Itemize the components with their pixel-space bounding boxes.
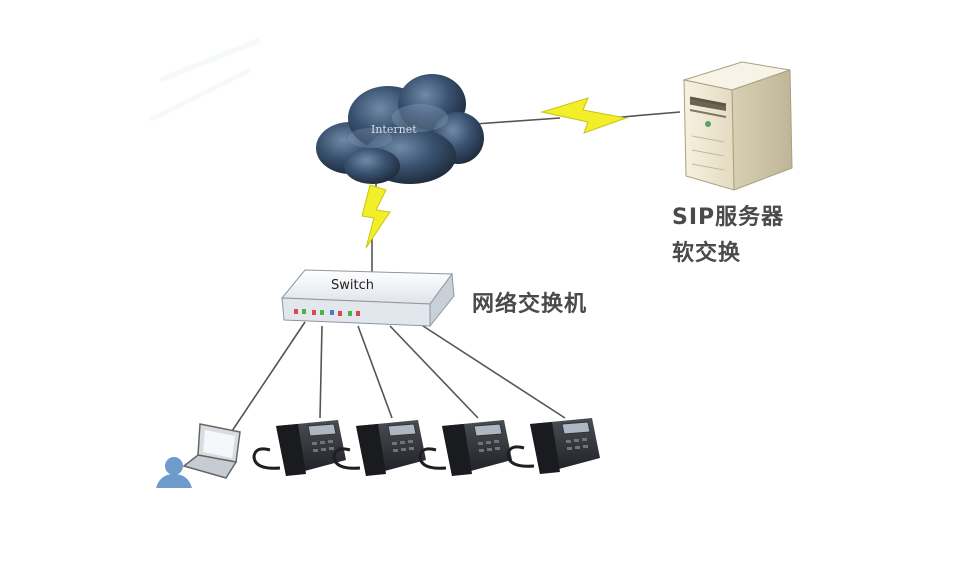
switch-port-leds	[294, 309, 360, 316]
server-caption-line2: 软交换	[672, 241, 742, 266]
switch-phone3-line	[389, 325, 479, 419]
background-streaks	[148, 37, 262, 123]
cloud-server-line	[474, 117, 561, 125]
network-switch	[280, 269, 455, 328]
switch-phone2-line	[357, 325, 393, 419]
ip-phone-2	[332, 420, 426, 476]
lightning-bolts	[361, 97, 628, 249]
switch-side	[429, 272, 455, 328]
switch-laptop-line	[225, 321, 306, 441]
server-drive-bay	[690, 99, 726, 112]
server-caption-line1: SIP服务器	[672, 205, 785, 230]
switch-label: Switch	[331, 278, 374, 293]
laptop-base	[182, 454, 238, 479]
laptop-icon	[182, 423, 241, 479]
ip-phone-4	[506, 418, 600, 474]
switch-phone1-line	[319, 325, 323, 419]
server-side	[731, 69, 793, 191]
user-icon	[156, 457, 192, 488]
lightning-bolt-horizontal	[540, 97, 628, 134]
cloud-label: Internet	[371, 123, 417, 136]
server-power-led	[705, 121, 711, 127]
switch-phone4-line	[419, 323, 566, 419]
ip-phone-1	[252, 420, 346, 476]
lightning-bolt-vertical	[361, 184, 391, 249]
server-front	[683, 79, 735, 191]
ip-phone-3	[418, 420, 512, 476]
sip-server	[682, 61, 793, 191]
internet-cloud	[316, 74, 484, 184]
switch-caption: 网络交换机	[472, 292, 588, 317]
